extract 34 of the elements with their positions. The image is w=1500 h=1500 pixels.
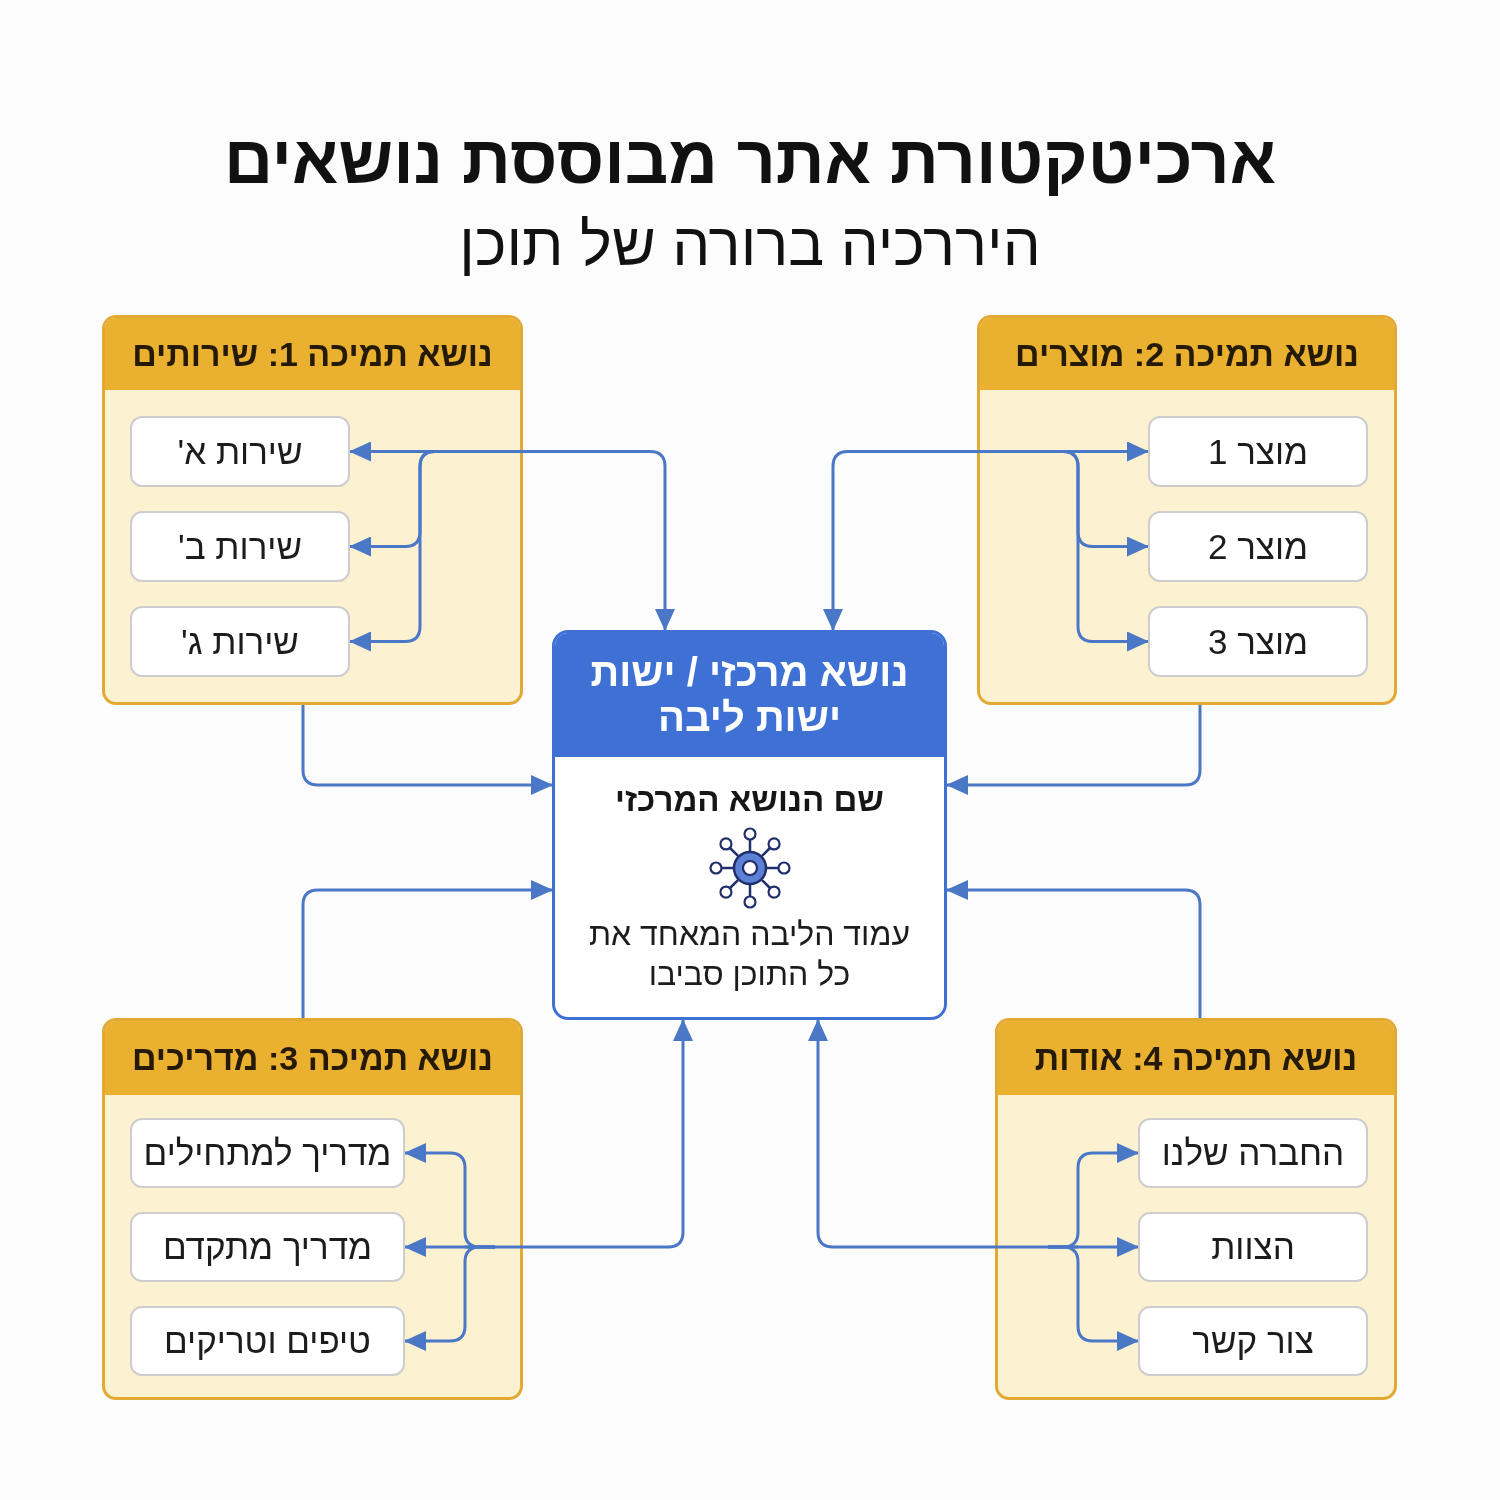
topic-card	[102, 1018, 523, 1400]
arrow	[1048, 450, 1149, 652]
item-box: החברה שלנו	[1138, 1118, 1368, 1188]
item-box: הצוות	[1138, 1212, 1368, 1282]
item-box: שירות ב'	[130, 511, 350, 582]
topic-card	[995, 1018, 1397, 1400]
arrow	[301, 705, 553, 795]
card-heading: נושא תמיכה 2: מוצרים	[980, 318, 1394, 390]
item-box: שירות ג'	[130, 606, 350, 677]
item-box: מדריך מתקדם	[130, 1212, 405, 1282]
hub-card	[552, 630, 947, 1020]
card-heading: נושא מרכזי / ישות ישות ליבה	[555, 633, 944, 757]
arrow	[349, 450, 450, 652]
topic-card	[102, 315, 523, 705]
arrow	[946, 880, 1202, 1018]
subtitle: היררכיה ברורה של תוכן	[459, 210, 1041, 279]
item-box: מוצר 3	[1148, 606, 1368, 677]
card-heading: נושא תמיכה 1: שירותים	[105, 318, 520, 390]
arrow	[404, 1245, 495, 1351]
arrow	[301, 880, 553, 1018]
item-box: מוצר 1	[1148, 416, 1368, 487]
item-box: טיפים וטריקים	[130, 1306, 405, 1376]
title: ארכיטקטורת אתר מבוססת נושאים	[223, 120, 1277, 199]
subheading: שם הנושא המרכזי	[615, 780, 884, 819]
item-box: צור קשר	[1138, 1306, 1368, 1376]
item-box: מדריך למתחילים	[130, 1118, 405, 1188]
topic-card	[977, 315, 1397, 705]
item-box: מוצר 2	[1148, 511, 1368, 582]
arrow	[1048, 1245, 1139, 1351]
item-box: שירות א'	[130, 416, 350, 487]
card-heading: נושא תמיכה 3: מדריכים	[105, 1021, 520, 1095]
description: עמוד הליבה המאחד את כל התוכן סביבו	[588, 915, 911, 994]
arrow	[946, 705, 1202, 795]
card-heading: נושא תמיכה 4: אודות	[998, 1021, 1394, 1095]
